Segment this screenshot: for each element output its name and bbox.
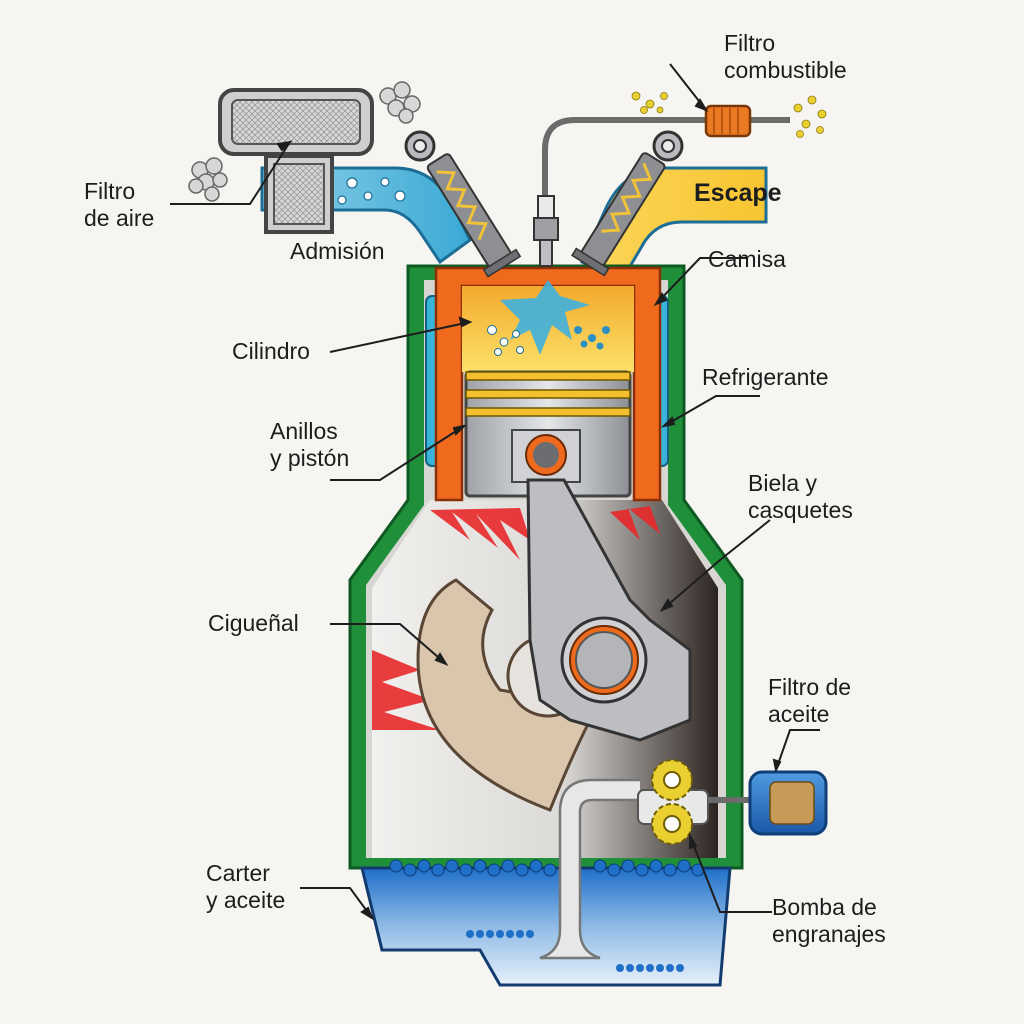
dirt-particles-icon xyxy=(188,81,421,202)
fuel-particles-icon xyxy=(631,91,827,138)
gear-pump xyxy=(637,759,752,845)
label-cylinder: Cilindro xyxy=(232,338,310,364)
label-crankshaft: Cigueñal xyxy=(208,610,299,636)
label-sump-oil: Carter y aceite xyxy=(206,860,286,913)
label-gear-pump: Bomba de engranajes xyxy=(772,894,886,947)
leader-lines xyxy=(170,63,820,921)
label-rings-piston: Anillos y pistón xyxy=(270,418,350,471)
fuel-line xyxy=(542,117,790,198)
intake-valve xyxy=(404,130,522,278)
gear-icon xyxy=(651,759,693,801)
label-air-filter: Filtro de aire xyxy=(84,178,155,231)
label-exhaust: Escape xyxy=(694,179,782,207)
oil-filter xyxy=(748,770,828,836)
spark-plug xyxy=(533,195,559,267)
exhaust-valve xyxy=(571,130,684,277)
piston xyxy=(464,370,632,498)
air-filter xyxy=(188,81,421,234)
fuel-filter xyxy=(631,91,827,138)
combustion-chamber xyxy=(462,280,634,372)
heat-marks xyxy=(372,506,660,730)
label-oil-filter: Filtro de aceite xyxy=(768,674,852,727)
label-rod-bearings: Biela y casquetes xyxy=(748,470,853,523)
connecting-rod xyxy=(526,478,692,742)
label-fuel-filter: Filtro combustible xyxy=(724,30,847,83)
gear-icon xyxy=(651,803,693,845)
label-coolant: Refrigerante xyxy=(702,364,829,390)
oil-sump xyxy=(360,859,732,987)
label-liner: Camisa xyxy=(708,246,786,272)
oil-pickup-tube xyxy=(539,778,640,960)
label-intake: Admisión xyxy=(290,238,385,264)
